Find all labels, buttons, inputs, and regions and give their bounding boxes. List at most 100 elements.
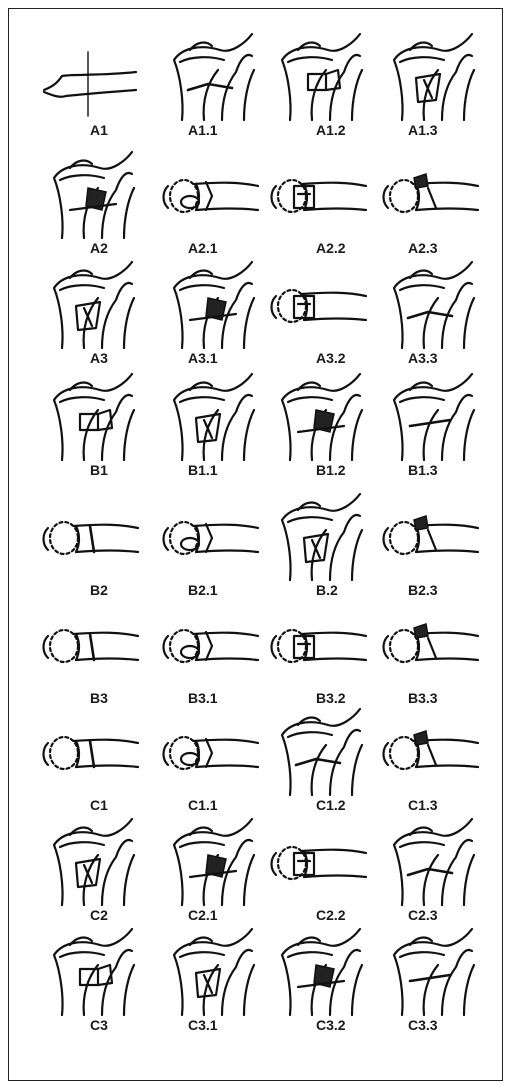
classification-label: C3 [90,1017,108,1033]
fracture-drawing [160,925,260,1025]
fracture-drawing [380,30,480,130]
fracture-drawing [40,598,140,698]
fracture-sketch [160,370,260,470]
fracture-sketch [380,705,480,805]
fracture-drawing [380,815,480,915]
classification-label: C2.1 [188,907,218,923]
fracture-drawing [268,490,368,590]
classification-label: C1.2 [316,797,346,813]
fracture-drawing [380,148,480,248]
fracture-sketch [40,815,140,915]
fracture-drawing [40,705,140,805]
fracture-drawing [380,598,480,698]
fracture-drawing [160,148,260,248]
fracture-drawing [160,258,260,358]
fracture-drawing [160,598,260,698]
fracture-sketch [160,815,260,915]
fracture-drawing [268,598,368,698]
fracture-sketch [268,598,368,698]
fracture-drawing [160,490,260,590]
fracture-sketch [40,925,140,1025]
fracture-sketch [160,490,260,590]
fracture-drawing [40,815,140,915]
fracture-drawing [40,490,140,590]
classification-label: B1.2 [316,462,346,478]
classification-label: C3.3 [408,1017,438,1033]
fracture-drawing [40,148,140,248]
fracture-drawing [380,490,480,590]
fracture-sketch [380,815,480,915]
fracture-sketch [268,148,368,248]
fracture-sketch [380,490,480,590]
fracture-sketch [268,815,368,915]
fracture-sketch [160,705,260,805]
fracture-drawing [160,705,260,805]
fracture-sketch [268,705,368,805]
fracture-sketch [160,598,260,698]
classification-label: C2.2 [316,907,346,923]
classification-label: A2.3 [408,240,438,256]
fracture-sketch [40,148,140,248]
fracture-drawing [268,370,368,470]
fracture-sketch [268,30,368,130]
classification-label: C1 [90,797,108,813]
fracture-drawing [268,705,368,805]
classification-label: A2.2 [316,240,346,256]
classification-label: A2 [90,240,108,256]
classification-label: C1.1 [188,797,218,813]
classification-label: C1.3 [408,797,438,813]
classification-label: B3.3 [408,690,438,706]
classification-label: B2.3 [408,582,438,598]
classification-label: C3.1 [188,1017,218,1033]
fracture-drawing [160,30,260,130]
fracture-sketch [268,490,368,590]
fracture-sketch [40,370,140,470]
classification-label: A1.2 [316,122,346,138]
fracture-drawing [268,258,368,358]
fracture-sketch [40,598,140,698]
classification-label: A3 [90,350,108,366]
classification-label: B1 [90,462,108,478]
fracture-sketch [268,370,368,470]
fracture-sketch [160,258,260,358]
fracture-sketch [380,258,480,358]
fracture-sketch [380,30,480,130]
classification-label: B3.1 [188,690,218,706]
fracture-sketch [160,148,260,248]
fracture-sketch [40,258,140,358]
classification-label: B1.1 [188,462,218,478]
fracture-drawing [40,370,140,470]
fracture-drawing [380,705,480,805]
fracture-drawing [160,815,260,915]
fracture-drawing [380,258,480,358]
classification-label: A3.1 [188,350,218,366]
classification-label: B.2 [316,582,338,598]
fracture-sketch [160,925,260,1025]
fracture-drawing [268,815,368,915]
classification-label: A2.1 [188,240,218,256]
fracture-drawing [268,30,368,130]
fracture-sketch [40,705,140,805]
classification-label: C2.3 [408,907,438,923]
classification-label: B3.2 [316,690,346,706]
fracture-drawing [380,370,480,470]
classification-label: A3.2 [316,350,346,366]
classification-label: B2 [90,582,108,598]
classification-label: B3 [90,690,108,706]
classification-label: B2.1 [188,582,218,598]
fracture-drawing [380,925,480,1025]
fracture-drawing [268,925,368,1025]
fracture-sketch [380,148,480,248]
classification-label: A1.1 [188,122,218,138]
classification-label: B1.3 [408,462,438,478]
fracture-sketch [268,925,368,1025]
fracture-sketch [268,258,368,358]
fracture-sketch [380,370,480,470]
fracture-drawing [40,925,140,1025]
fracture-sketch [380,925,480,1025]
fracture-drawing [160,370,260,470]
fracture-drawing [40,258,140,358]
fracture-sketch [380,598,480,698]
classification-label: C3.2 [316,1017,346,1033]
classification-label: A1 [90,122,108,138]
